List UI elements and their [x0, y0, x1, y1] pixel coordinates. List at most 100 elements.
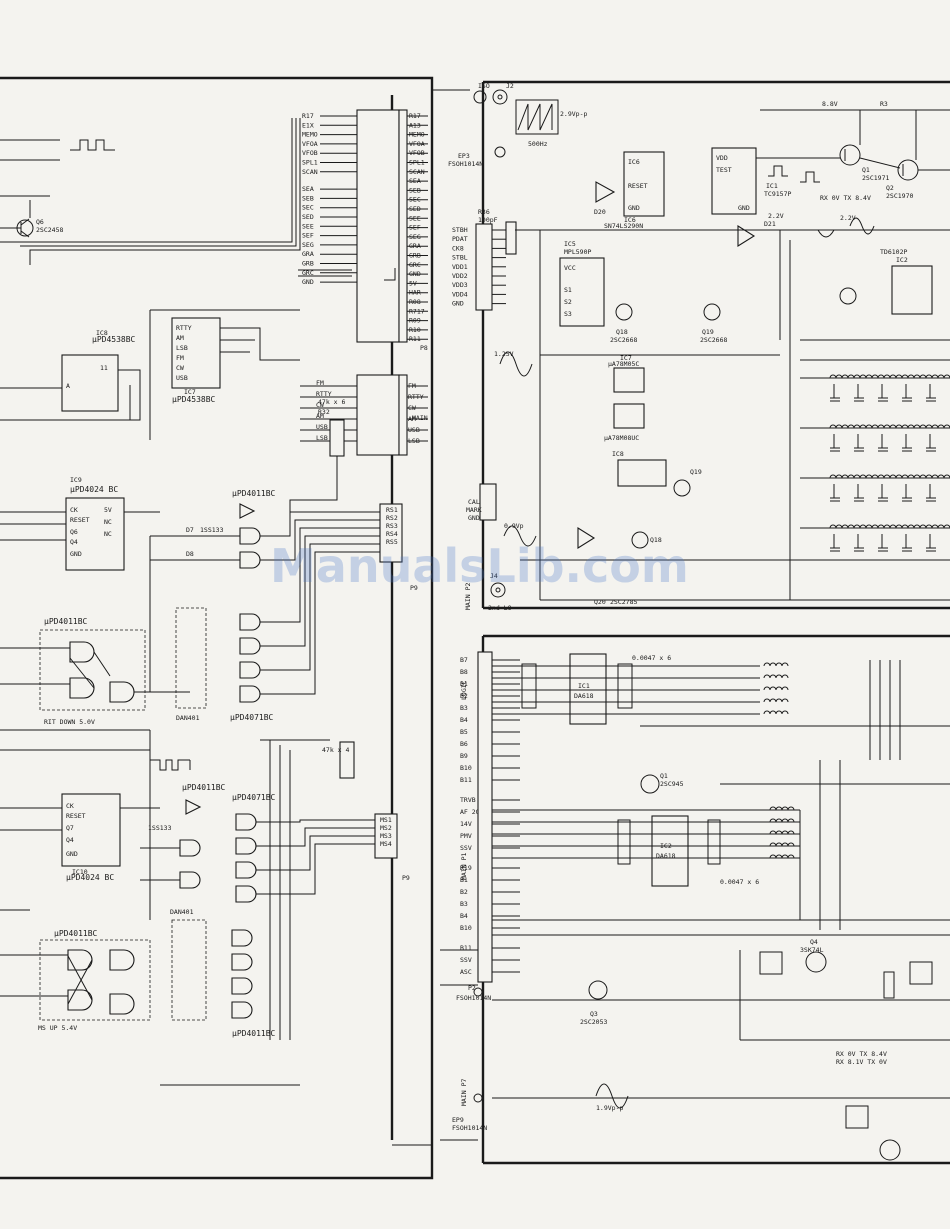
svg-text:µPD4011BC: µPD4011BC	[54, 929, 98, 938]
logic-pin-label: SSV	[460, 956, 472, 964]
svg-text:MARK: MARK	[466, 506, 482, 514]
svg-text:GND: GND	[628, 204, 640, 212]
svg-text:Q6: Q6	[36, 218, 44, 226]
logic-pin-label: B2	[460, 692, 468, 700]
mode-label-right: USB	[408, 426, 420, 434]
board-outlines	[0, 76, 950, 1180]
mode-label-right: AM	[408, 415, 416, 423]
svg-text:EP3: EP3	[458, 152, 470, 160]
svg-text:2SC2668: 2SC2668	[700, 336, 727, 344]
logic-pin-label: B11	[460, 776, 472, 784]
bus-label-left: GRA	[302, 250, 314, 258]
bus-label-left: SED	[302, 213, 314, 221]
svg-text:11: 11	[100, 364, 108, 372]
svg-text:Q19: Q19	[690, 468, 702, 476]
svg-text:RX 8.1V TX 0V: RX 8.1V TX 0V	[836, 1058, 887, 1066]
mode-label-right: FM	[408, 382, 416, 390]
svg-text:FSOH1014N: FSOH1014N	[448, 160, 483, 168]
svg-text:MS3: MS3	[380, 832, 392, 840]
svg-text:Q20: Q20	[594, 598, 606, 606]
svg-text:GND: GND	[66, 850, 78, 858]
svg-text:DAN401: DAN401	[176, 714, 200, 722]
svg-text:2nd LO: 2nd LO	[488, 604, 512, 612]
svg-text:µPD4011BC: µPD4011BC	[232, 1029, 276, 1038]
svg-text:RS4: RS4	[386, 530, 398, 538]
svg-text:LOGIC: LOGIC	[460, 680, 468, 700]
svg-text:Q4: Q4	[70, 538, 78, 546]
svg-text:MS1: MS1	[380, 816, 392, 824]
bus-label-right: R11	[409, 335, 421, 343]
bus-label-right: SED	[409, 205, 421, 213]
svg-text:Q4: Q4	[810, 938, 818, 946]
svg-text:µPD4538BC: µPD4538BC	[92, 335, 136, 344]
svg-text:D7: D7	[186, 526, 194, 534]
mode-label-left: RTTY	[316, 390, 332, 398]
svg-text:MAIN P7: MAIN P7	[460, 1079, 468, 1106]
svg-text:MS2: MS2	[380, 824, 392, 832]
ic9: µPD4024 BC IC9 CK RESET Q6 Q4 GND 5V NC …	[0, 476, 160, 571]
svg-text:1SS133: 1SS133	[200, 526, 224, 534]
bus-label-right: 5V	[409, 279, 417, 287]
bus-label-right: SEB	[409, 186, 421, 194]
svg-text:47k x 4: 47k x 4	[322, 746, 349, 754]
bus-label-right: SEE	[409, 214, 421, 222]
svg-text:Q7: Q7	[66, 824, 74, 832]
svg-text:FSOH1014N: FSOH1014N	[452, 1124, 487, 1132]
bus-label-right: SEG	[409, 233, 421, 241]
svg-text:FSOH1014N: FSOH1014N	[456, 994, 491, 1002]
bus-label-left: SEF	[302, 232, 314, 240]
bus-label-left: MEMO	[302, 131, 318, 139]
ic15-ic16-ic17: µPD4011BC µPD4071BC DAN401 µPD4011BC 1SS…	[140, 741, 410, 1038]
svg-text:P9: P9	[410, 584, 418, 592]
svg-text:500Hz: 500Hz	[528, 140, 548, 148]
svg-text:µPD4071BC: µPD4071BC	[232, 793, 276, 802]
svg-text:2SC2458: 2SC2458	[36, 226, 63, 234]
mode-label-left: LSB	[316, 434, 328, 442]
svg-text:GND: GND	[738, 204, 750, 212]
logic-pin-label: B4	[460, 716, 468, 724]
svg-text:2.9Vp-p: 2.9Vp-p	[560, 110, 587, 118]
bus-label-left: SPL1	[302, 159, 318, 167]
svg-text:Q18: Q18	[650, 536, 662, 544]
logic-pin-label: AF 2G	[460, 808, 480, 816]
svg-text:IC5: IC5	[564, 240, 576, 248]
logic-pin-label: B6	[460, 740, 468, 748]
svg-text:CW: CW	[176, 364, 184, 372]
svg-text:RS3: RS3	[386, 522, 398, 530]
svg-text:Q1: Q1	[862, 166, 870, 174]
bus-label-left: VFOB	[302, 149, 318, 157]
bus-label-right: R17	[409, 112, 421, 120]
svg-text:A: A	[66, 382, 70, 390]
svg-text:Q2: Q2	[886, 184, 894, 192]
ic10: µPD4024 BC IC10 CK RESET Q7 Q4 GND	[0, 793, 160, 882]
ic8: µPD4538BC IC8 A 11	[0, 329, 141, 421]
p2-pin-label: STBL	[452, 254, 468, 262]
svg-text:DA618: DA618	[574, 692, 594, 700]
svg-text:MS UP 5.4V: MS UP 5.4V	[38, 1024, 77, 1032]
mode-label-left: USB	[316, 423, 328, 431]
bus-label-left: SCAN	[302, 168, 318, 176]
svg-text:P9: P9	[402, 874, 410, 882]
svg-text:IC6: IC6	[624, 216, 636, 224]
bus-label-right: SEF	[409, 224, 421, 232]
logic-pin-label: B5	[460, 728, 468, 736]
svg-text:VCC: VCC	[564, 264, 576, 272]
ic11: µPD4011BC RIT DOWN 5.0V	[0, 617, 190, 726]
mode-label-left: CW	[316, 401, 324, 409]
svg-text:USB: USB	[176, 374, 188, 382]
svg-text:R3: R3	[880, 100, 888, 108]
svg-text:IC8: IC8	[96, 329, 108, 337]
svg-text:Q19: Q19	[702, 328, 714, 336]
mode-label-left: AM	[316, 412, 324, 420]
bus-label-right: VFOA	[409, 140, 425, 148]
logic-pin-label: TRVB	[460, 796, 476, 804]
svg-text:DAN401: DAN401	[170, 908, 194, 916]
logic-pin-label: B10	[460, 924, 472, 932]
svg-text:GND: GND	[468, 514, 480, 522]
logic-pin-label: R19	[460, 864, 472, 872]
svg-text:EP9: EP9	[452, 1116, 464, 1124]
svg-text:CK: CK	[66, 802, 74, 810]
svg-text:µPD4011BC: µPD4011BC	[182, 783, 226, 792]
